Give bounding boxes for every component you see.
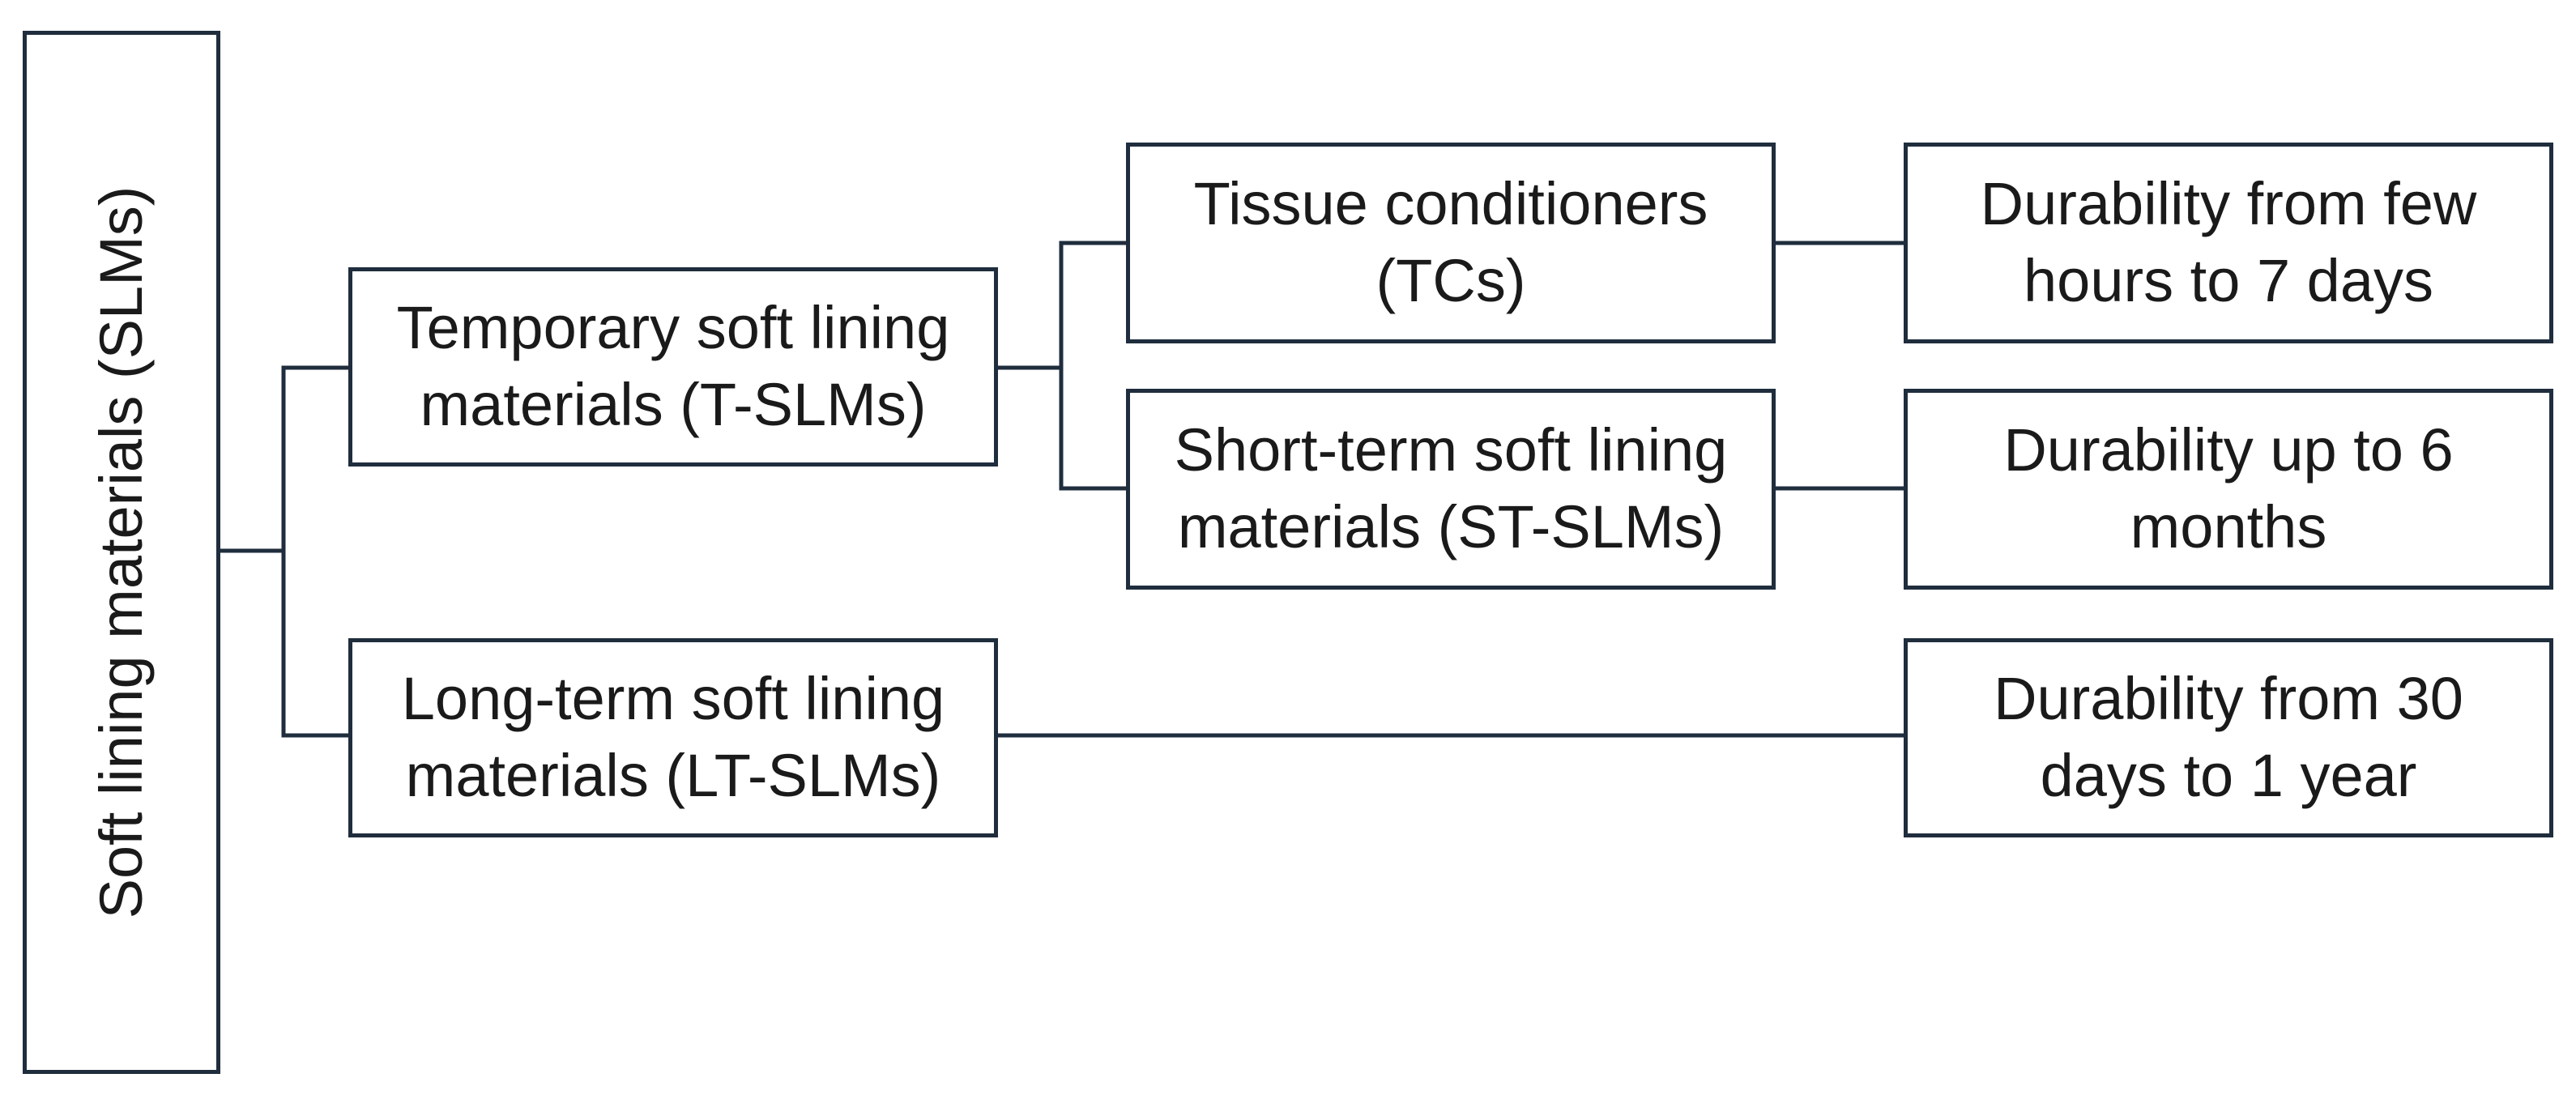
node-durability-tc-label: Durability from few hours to 7 days [1980, 170, 2477, 314]
node-temporary-slms: Temporary soft lining materials (T-SLMs) [348, 267, 998, 467]
node-short-term-slms-label: Short-term soft lining materials (ST-SLM… [1174, 416, 1728, 560]
node-long-term-slms-label: Long-term soft lining materials (LT-SLMs… [401, 665, 945, 809]
node-short-term-slms: Short-term soft lining materials (ST-SLM… [1126, 389, 1776, 590]
node-durability-st-label: Durability up to 6 months [2003, 416, 2454, 560]
root-node-label: Soft lining materials (SLMs) [87, 185, 155, 919]
node-durability-st: Durability up to 6 months [1904, 389, 2553, 590]
node-durability-lt-label: Durability from 30 days to 1 year [1994, 665, 2463, 809]
node-durability-tc: Durability from few hours to 7 days [1904, 143, 2553, 343]
node-temporary-slms-label: Temporary soft lining materials (T-SLMs) [396, 294, 950, 438]
node-tissue-conditioners: Tissue conditioners (TCs) [1126, 143, 1776, 343]
connector-temporary-to-subtypes [996, 241, 1128, 491]
connector-root-to-branch [219, 365, 350, 738]
node-tissue-conditioners-label: Tissue conditioners (TCs) [1193, 170, 1708, 314]
node-long-term-slms: Long-term soft lining materials (LT-SLMs… [348, 638, 998, 837]
node-durability-lt: Durability from 30 days to 1 year [1904, 638, 2553, 837]
root-node-soft-lining-materials: Soft lining materials (SLMs) [23, 31, 220, 1074]
